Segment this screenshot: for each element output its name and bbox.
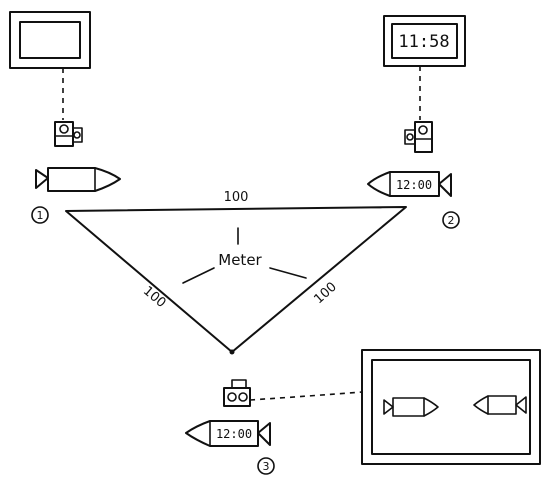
rocket-3-icon: 12:00: [185, 420, 271, 447]
distance-left-label: 100: [140, 284, 169, 311]
unit-pointer-right: [269, 267, 307, 279]
connector-3: [249, 391, 363, 401]
node-3-number: 3: [263, 460, 270, 473]
clock-display-2: 11:58: [383, 15, 466, 67]
node-3-label: 3: [257, 457, 275, 475]
distance-right-label: 100: [311, 280, 339, 308]
camera-1-icon: [54, 121, 83, 147]
distance-triangle: 100 100 100 Meter: [65, 190, 407, 355]
monitor-rocket-right-icon: [473, 395, 527, 415]
node-2: 11:58 12:00 2: [367, 15, 466, 229]
monitor-rocket-left-icon: [383, 397, 439, 417]
unit-label: Meter: [218, 251, 262, 269]
node-2-number: 2: [448, 214, 455, 227]
rocket-2-text: 12:00: [396, 178, 432, 192]
node-1-number: 1: [37, 209, 44, 222]
monitor-3: [361, 349, 541, 465]
unit-pointer-left: [182, 267, 215, 284]
node-3: 12:00 3: [185, 349, 541, 475]
node-1-label: 1: [31, 206, 49, 224]
distance-top-label: 100: [224, 190, 249, 205]
rocket-3-text: 12:00: [216, 427, 252, 441]
camera-2-icon: [404, 121, 433, 153]
display-2-time: 11:58: [398, 32, 449, 52]
rocket-1-icon: [35, 167, 121, 192]
camera-3-icon: [223, 379, 251, 407]
triangle-outline: [65, 206, 407, 353]
node-2-label: 2: [442, 211, 460, 229]
monitor-1: [9, 11, 91, 69]
node-1: 1: [9, 11, 121, 224]
rocket-2-icon: 12:00: [367, 171, 452, 197]
